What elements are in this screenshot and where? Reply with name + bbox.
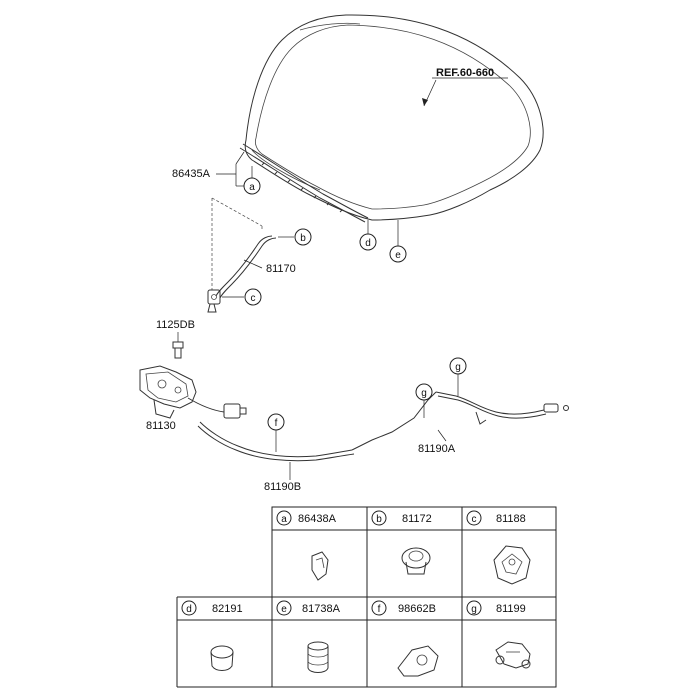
- parts-table: [176, 506, 557, 688]
- svg-text:g: g: [421, 388, 427, 399]
- svg-text:c: c: [251, 293, 256, 304]
- svg-text:a: a: [281, 514, 287, 525]
- marker-g-2: g: [449, 357, 467, 375]
- part-number-b: 81172: [402, 513, 432, 525]
- marker-f: f: [267, 413, 285, 431]
- part-number-d: 82191: [212, 603, 243, 615]
- marker-d: d: [359, 220, 377, 251]
- table-cell-e: e 81738A: [276, 600, 341, 673]
- weatherstrip-86435A: [239, 143, 369, 223]
- callout-1125DB: 1125DB: [156, 319, 195, 331]
- latch-81130: [139, 365, 247, 419]
- callout-81190B: 81190B: [264, 481, 301, 493]
- callout-81130: 81130: [146, 420, 176, 432]
- svg-text:e: e: [281, 604, 287, 615]
- cable-81190A: [435, 391, 569, 425]
- svg-text:g: g: [471, 604, 477, 615]
- part-number-c: 81188: [496, 513, 526, 525]
- table-cell-a: a 86438A: [276, 510, 337, 581]
- ref-label: REF.60-660: [436, 67, 494, 79]
- cable-81190B: [197, 391, 437, 462]
- marker-c: c: [244, 288, 262, 306]
- svg-text:g: g: [455, 362, 461, 373]
- svg-text:b: b: [300, 233, 306, 244]
- part-number-g: 81199: [496, 603, 526, 615]
- callout-81190A: 81190A: [418, 443, 456, 455]
- bolt-1125DB: [172, 341, 184, 359]
- svg-text:d: d: [365, 238, 371, 249]
- svg-text:a: a: [249, 182, 255, 193]
- table-cell-c: c 81188: [466, 510, 531, 585]
- table-cell-b: b 81172: [371, 510, 432, 575]
- marker-b: b: [294, 228, 312, 246]
- marker-e: e: [389, 220, 407, 263]
- prop-rod-81170: [207, 235, 277, 313]
- callout-86435A: 86435A: [172, 168, 211, 180]
- svg-text:d: d: [186, 604, 192, 615]
- svg-text:b: b: [376, 514, 382, 525]
- part-number-a: 86438A: [298, 513, 337, 525]
- part-number-f: 98662B: [398, 603, 436, 615]
- callout-81170: 81170: [266, 263, 296, 275]
- svg-text:c: c: [472, 514, 477, 525]
- svg-text:e: e: [395, 250, 401, 261]
- hood-panel: [244, 14, 544, 221]
- table-cell-d: d 82191: [181, 600, 243, 671]
- marker-a: a: [243, 177, 261, 195]
- table-cell-g: g 81199: [466, 600, 531, 669]
- table-cell-f: f 98662B: [371, 600, 439, 677]
- svg-text:f: f: [378, 604, 381, 615]
- part-number-e: 81738A: [302, 603, 341, 615]
- svg-text:f: f: [275, 418, 278, 429]
- marker-g-1: g: [415, 383, 433, 401]
